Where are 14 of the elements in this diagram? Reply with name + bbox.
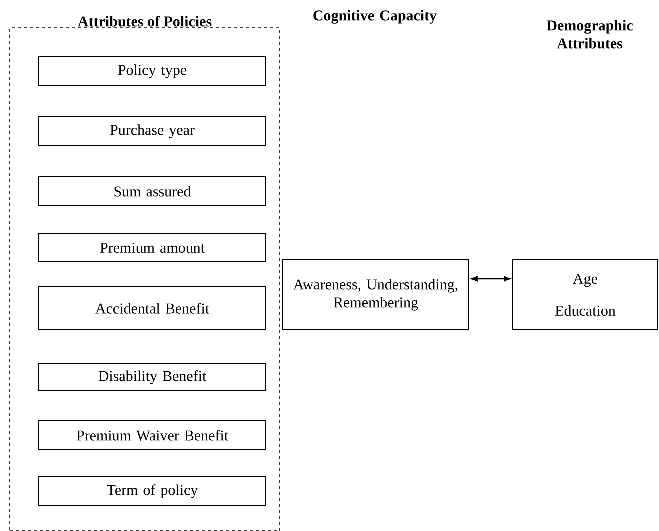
- text-box: Policy type: [38, 56, 266, 86]
- text-box: Premium amount: [38, 234, 266, 262]
- column-heading: Demographic Attributes: [546, 20, 633, 49]
- text-box: Term of policy: [38, 476, 266, 506]
- text-box: Disability Benefit: [38, 364, 266, 392]
- text-box: Sum assured: [38, 176, 266, 206]
- node-label: Attributes of Policies: [78, 16, 212, 27]
- text-box: Awareness, Understanding, Remembering: [282, 260, 470, 330]
- text-box: Age Education: [512, 260, 658, 330]
- text-box: Accidental Benefit: [38, 286, 266, 330]
- double-arrow: [471, 276, 511, 282]
- column-heading: Cognitive Capacity: [314, 10, 437, 24]
- text-box: Premium Waiver Benefit: [38, 420, 266, 450]
- text-box: Purchase year: [38, 116, 266, 146]
